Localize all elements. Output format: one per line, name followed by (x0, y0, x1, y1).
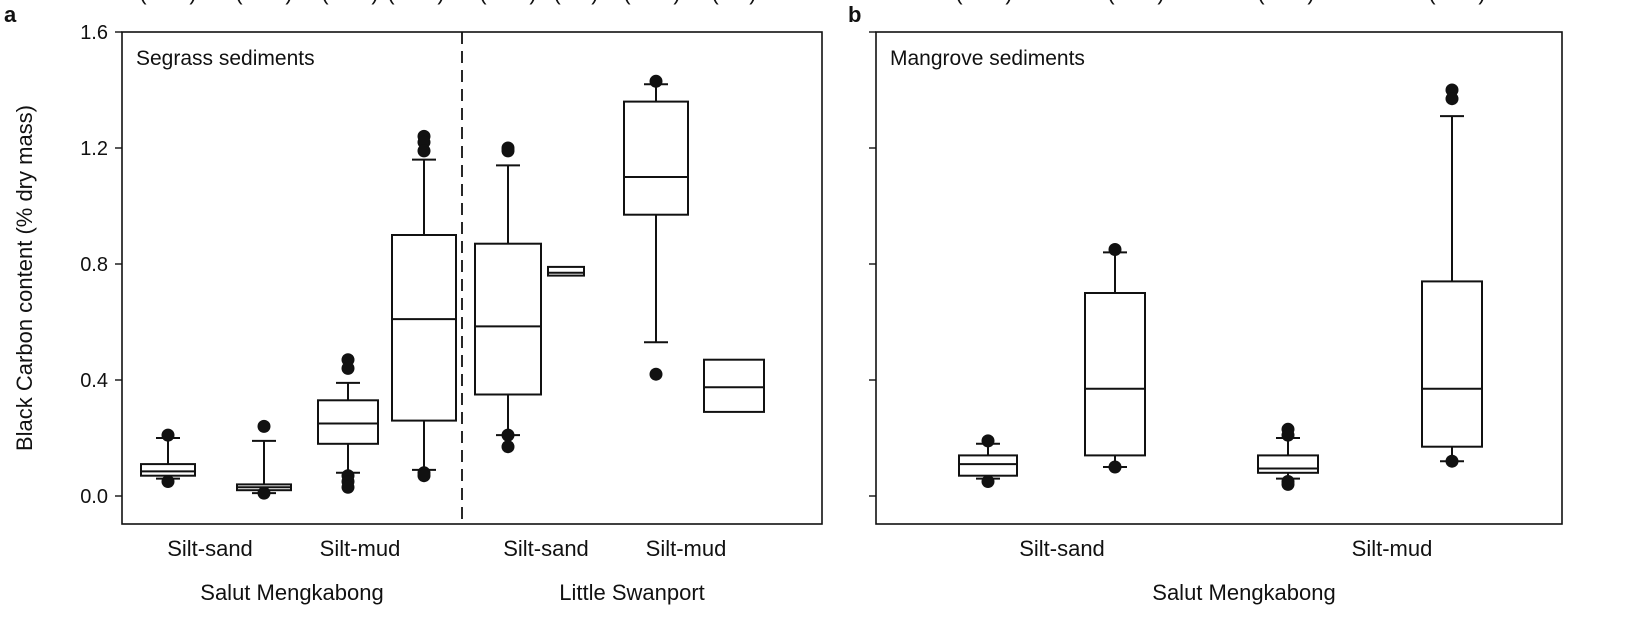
box-n-label: (n 19) (1428, 0, 1485, 5)
plot-frame-b (875, 31, 1563, 525)
box-method-label: NAO (960, 0, 1008, 5)
box-b-4 (1421, 83, 1483, 468)
box-iqr (623, 100, 689, 216)
box-a-7 (623, 74, 689, 381)
box-a-4 (391, 129, 457, 483)
x-tick-label: Silt-sand (1019, 536, 1105, 561)
box-iqr (547, 265, 585, 277)
site-group-label: Salut Mengkabong (200, 580, 383, 605)
box-iqr (1421, 280, 1483, 448)
inset-label: Mangrove sediments (890, 47, 1085, 70)
outlier-point (981, 475, 995, 488)
box-iqr (391, 234, 457, 422)
y-tick-label: 1.6 (80, 22, 108, 44)
outlier-point (1108, 460, 1122, 474)
outlier-point (417, 144, 431, 158)
box-a-5 (474, 141, 542, 454)
box-b-1 (958, 434, 1018, 488)
outlier-point (981, 434, 995, 448)
x-tick-label: Silt-mud (1352, 536, 1433, 561)
box-n-label: (n 19) (1257, 0, 1314, 5)
box-iqr (474, 242, 542, 396)
box-method-label: CTO (241, 0, 287, 5)
outlier-point (501, 428, 515, 442)
box-method-label: CTO (1113, 0, 1159, 5)
box-n-label: (n 7) (553, 0, 598, 5)
inset-label: Segrass sediments (136, 47, 315, 70)
box-b-2 (1084, 243, 1146, 474)
box-iqr (958, 454, 1018, 477)
box-n-label: (n 26) (479, 0, 536, 5)
x-tick-label: Silt-sand (167, 536, 253, 561)
box-a-3 (317, 353, 379, 494)
site-group-label: Salut Mengkabong (1152, 580, 1335, 605)
outlier-point (649, 367, 663, 381)
outlier-point (341, 480, 355, 494)
outlier-point (1445, 454, 1459, 468)
outlier-point (257, 419, 271, 433)
box-a-1 (140, 428, 196, 488)
box-iqr (1257, 454, 1319, 474)
outlier-point (501, 144, 515, 158)
box-iqr (140, 463, 196, 477)
box-a-6 (547, 265, 585, 277)
box-b-3 (1257, 422, 1319, 491)
box-a-2 (236, 419, 292, 500)
box-n-label: (n 20) (235, 0, 292, 5)
box-method-label: NAO (628, 0, 676, 5)
outlier-point (417, 469, 431, 483)
box-n-label: (n 13) (955, 0, 1012, 5)
outlier-point (257, 486, 271, 500)
box-method-label: NAO (326, 0, 374, 5)
box-iqr (703, 358, 765, 413)
box-method-label: CTO (553, 0, 599, 5)
panel-label: a (4, 2, 17, 27)
box-n-label: (n 37) (387, 0, 444, 5)
box-iqr (317, 399, 379, 445)
box-n-label: (n 13) (1107, 0, 1164, 5)
box-n-label: (n 20) (139, 0, 196, 5)
box-n-label: (n 7) (711, 0, 756, 5)
box-iqr (1084, 292, 1146, 457)
box-method-label: NAO (484, 0, 532, 5)
site-group-label: Little Swanport (559, 580, 705, 605)
box-n-label: (n 12) (623, 0, 680, 5)
y-tick-label: 0.8 (80, 254, 108, 276)
outlier-point (161, 428, 175, 442)
panel-label: b (848, 2, 861, 27)
box-method-label: CTO (393, 0, 439, 5)
outlier-point (1108, 243, 1122, 256)
box-method-label: CTO (711, 0, 757, 5)
y-tick-label: 0.0 (80, 486, 108, 508)
box-n-label: (n 37) (321, 0, 378, 5)
box-method-label: NAO (1262, 0, 1310, 5)
y-tick-label: 1.2 (80, 138, 108, 160)
outlier-point (1445, 92, 1459, 106)
x-tick-label: Silt-mud (646, 536, 727, 561)
x-tick-label: Silt-sand (503, 536, 589, 561)
outlier-point (1281, 428, 1295, 442)
y-axis-title: Black Carbon content (% dry mass) (12, 105, 37, 451)
outlier-point (341, 361, 355, 375)
outlier-point (649, 74, 663, 88)
outlier-point (1281, 477, 1295, 491)
outlier-point (501, 440, 515, 454)
plot-frame-a (121, 31, 823, 525)
y-tick-label: 0.4 (80, 370, 108, 392)
box-a-8 (703, 358, 765, 413)
outlier-point (161, 475, 175, 488)
x-tick-label: Silt-mud (320, 536, 401, 561)
box-method-label: NAO (144, 0, 192, 5)
box-method-label: CTO (1434, 0, 1480, 5)
